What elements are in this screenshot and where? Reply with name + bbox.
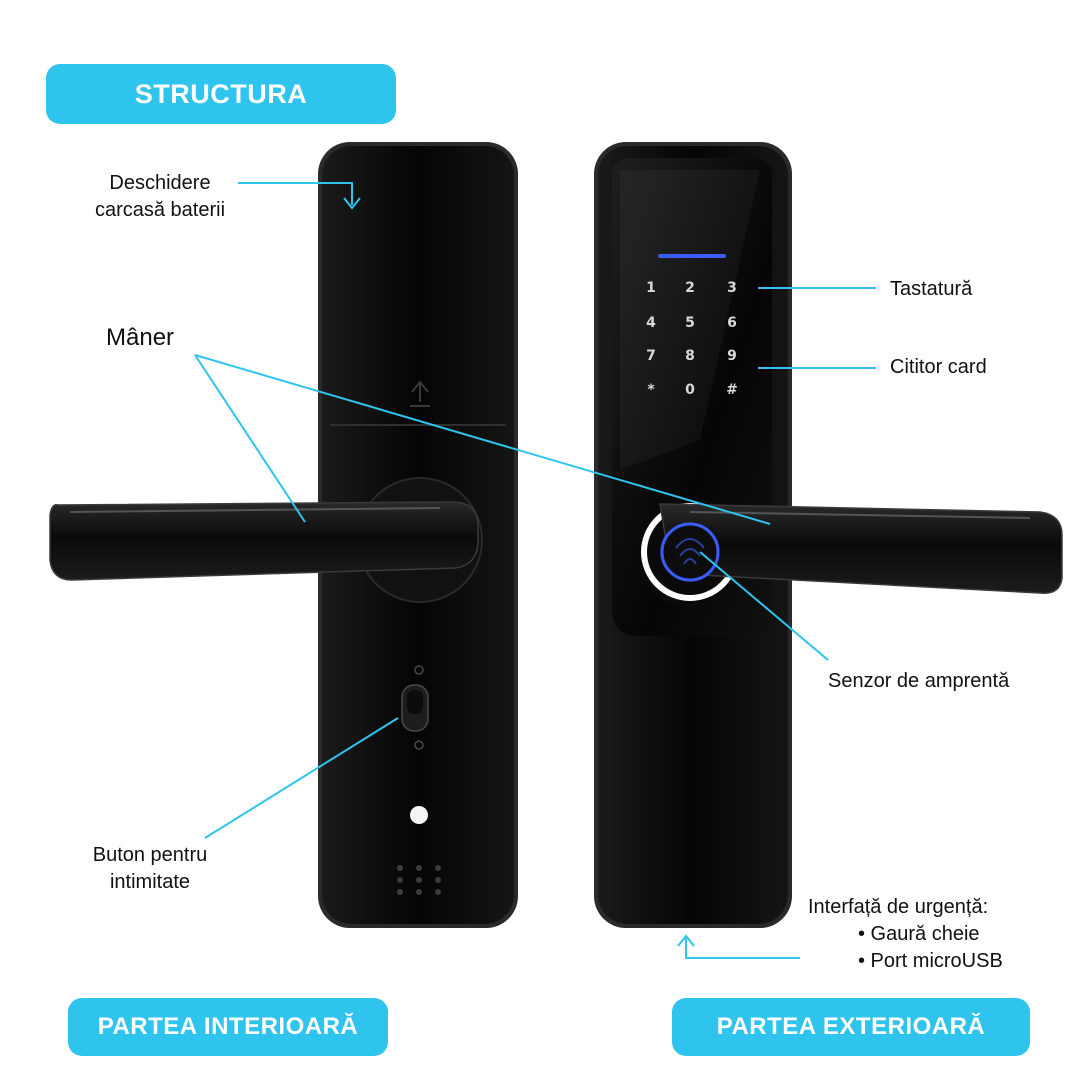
- emergency-item-keyhole: • Gaură cheie: [858, 923, 980, 945]
- callout-lines: [194, 182, 876, 959]
- lock-icon: [414, 740, 424, 750]
- interior-indicator-hole: [410, 806, 428, 824]
- keypad-key: 7: [646, 348, 656, 364]
- callout-handle-interior: [194, 354, 306, 523]
- battery-label-line1: Deschidere: [109, 172, 211, 194]
- keypad-key: *: [647, 382, 655, 398]
- callout-privacy: [204, 717, 399, 839]
- callout-battery-arrowhead: [343, 197, 361, 210]
- battery-label: Deschidere carcasă baterii: [60, 170, 260, 224]
- interior-lock: [49, 142, 518, 928]
- keypad-key: 9: [727, 348, 737, 364]
- keypad-label: Tastatură: [890, 278, 973, 300]
- speaker-grille-icon: [397, 865, 441, 895]
- emergency-label: Interfață de urgență: • Gaură cheie • Po…: [808, 894, 1003, 975]
- callout-fingerprint: [699, 551, 829, 661]
- keypad-key: 5: [685, 315, 695, 331]
- fingerprint-label: Senzor de amprentă: [828, 670, 1010, 692]
- battery-label-line2: carcasă baterii: [94, 199, 226, 221]
- callout-handle-exterior: [194, 354, 771, 525]
- interior-side-badge: PARTEA INTERIOARĂ: [68, 998, 388, 1056]
- status-light: [658, 254, 726, 258]
- exterior-lock: 1 2 3 4 5 6 7 8 9 * 0 #: [594, 142, 1063, 928]
- keypad-key: 2: [685, 280, 695, 296]
- title-badge: STRUCTURA: [46, 64, 396, 124]
- keypad-key: 0: [685, 382, 695, 398]
- keypad-key: 6: [727, 315, 737, 331]
- callout-battery: [238, 182, 353, 205]
- handle-label: Mâner: [106, 324, 175, 351]
- emergency-item-usb: • Port microUSB: [858, 950, 1003, 972]
- interior-handle: [49, 501, 479, 581]
- interior-handle-highlight: [69, 507, 441, 513]
- emergency-title: Interfață de urgență:: [808, 896, 989, 918]
- callout-emergency: [685, 938, 800, 959]
- keypad-key: 8: [685, 348, 695, 364]
- privacy-switch: [401, 665, 429, 750]
- keypad-key: 3: [727, 280, 737, 296]
- card-reader-label: Cititor card: [890, 356, 987, 378]
- privacy-label-line2: intimitate: [109, 871, 191, 893]
- battery-open-icon: [410, 380, 430, 407]
- fingerprint-icon: [675, 538, 705, 565]
- keypad-key: 1: [646, 280, 656, 296]
- callout-emergency-arrowhead: [677, 934, 695, 947]
- privacy-label-line1: Buton pentru: [92, 844, 208, 866]
- exterior-handle-highlight: [689, 511, 1031, 519]
- privacy-label: Buton pentru intimitate: [70, 842, 230, 896]
- keypad-key: #: [726, 382, 738, 398]
- exterior-side-badge: PARTEA EXTERIOARĂ: [672, 998, 1030, 1056]
- keypad: 1 2 3 4 5 6 7 8 9 * 0 #: [646, 280, 738, 398]
- unlock-icon: [414, 665, 424, 675]
- keypad-key: 4: [646, 315, 656, 331]
